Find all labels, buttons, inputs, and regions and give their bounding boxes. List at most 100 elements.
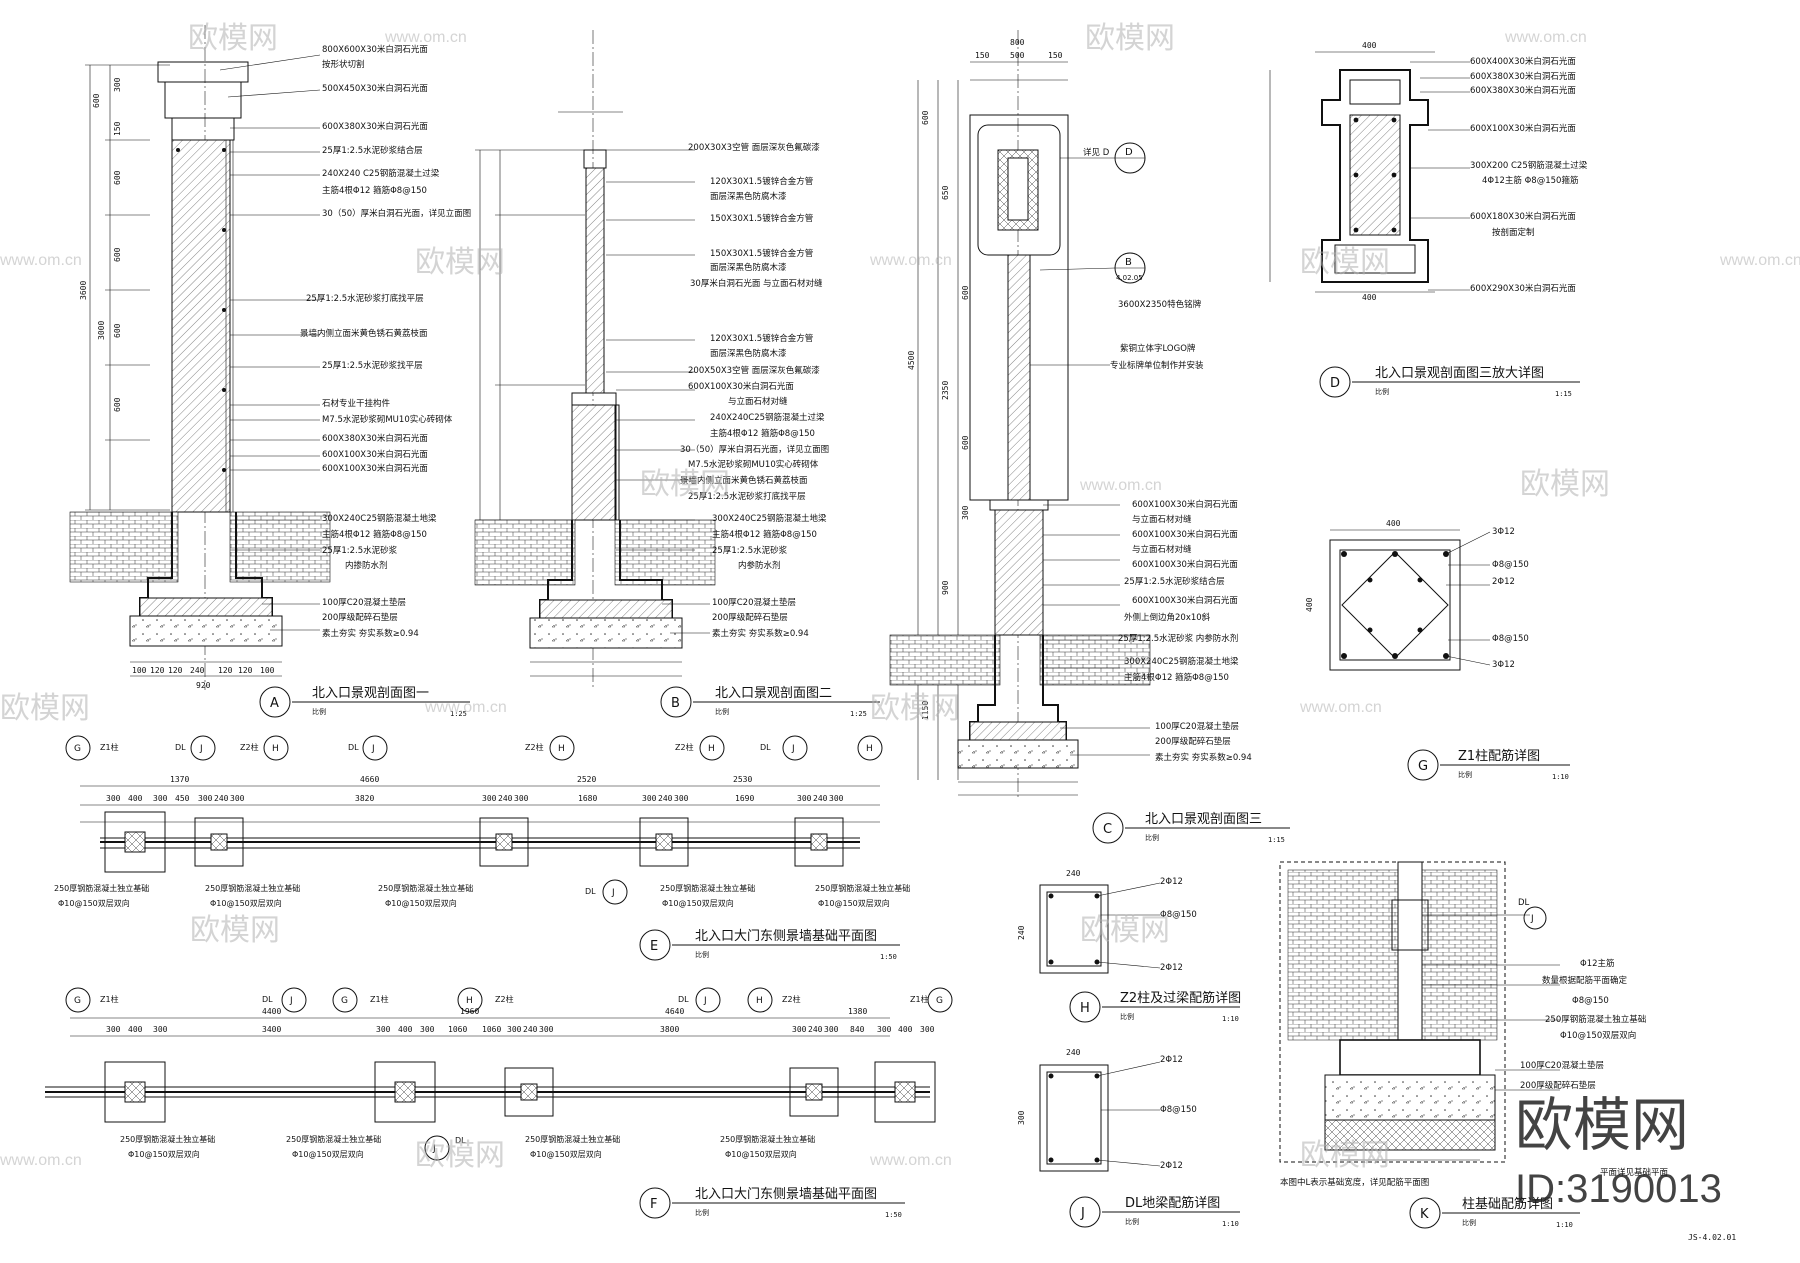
svg-text:600X100X30米白洞石光面: 600X100X30米白洞石光面 [688,381,794,392]
svg-text:300: 300 [198,794,213,803]
svg-text:2350: 2350 [941,381,950,400]
svg-text:A: A [270,696,279,711]
svg-text:250厚钢筋混凝土独立基础: 250厚钢筋混凝土独立基础 [815,883,910,893]
svg-text:1:10: 1:10 [1556,1221,1573,1229]
svg-text:4500: 4500 [907,351,916,370]
plan-f-axis-bubbles: G J G H J H G J [65,987,953,1161]
section-h: 2Φ12 Φ8@150 2Φ12 240 240 [1017,869,1197,974]
svg-text:4640: 4640 [665,1007,684,1016]
svg-text:250厚钢筋混凝土独立基础: 250厚钢筋混凝土独立基础 [205,883,300,893]
svg-text:J: J [1530,914,1534,924]
svg-text:Φ10@150双层双向: Φ10@150双层双向 [292,1149,364,1159]
svg-text:C: C [1103,822,1112,837]
note: 按形状切割 [322,59,365,70]
note: 25厚1:2.5水泥砂浆 [322,545,398,556]
svg-text:120: 120 [150,666,165,675]
svg-text:H: H [708,744,715,754]
svg-text:120: 120 [218,666,233,675]
svg-text:250厚钢筋混凝土独立基础: 250厚钢筋混凝土独立基础 [54,883,149,893]
note: 240X240 C25钢筋混凝土过梁 [322,168,440,179]
svg-text:200厚级配碎石垫层: 200厚级配碎石垫层 [712,612,788,623]
svg-text:150X30X1.5镀锌合金方管: 150X30X1.5镀锌合金方管 [710,248,813,259]
section-g-rebar [1341,551,1449,659]
svg-text:650: 650 [941,185,950,200]
detail-title-j: DL地梁配筋详图 [1125,1195,1220,1211]
svg-text:外侧上倒边角20x10斜: 外侧上倒边角20x10斜 [1124,612,1211,623]
svg-text:Z1柱: Z1柱 [100,742,119,752]
svg-text:300: 300 [420,1025,435,1034]
svg-text:1:15: 1:15 [1268,836,1285,844]
svg-text:4400: 4400 [262,1007,281,1016]
plan-e-axis-bubbles: G J H J H H J H J [65,735,883,905]
svg-text:2Φ12: 2Φ12 [1160,877,1183,887]
svg-text:主筋4根Φ12 箍筋Φ8@150: 主筋4根Φ12 箍筋Φ8@150 [712,529,817,540]
svg-text:250厚钢筋混凝土独立基础: 250厚钢筋混凝土独立基础 [660,883,755,893]
detail-bubble-b [660,686,692,718]
svg-text:300X240C25钢筋混凝土地梁: 300X240C25钢筋混凝土地梁 [1124,656,1239,667]
svg-text:G: G [1418,759,1428,774]
svg-text:250厚钢筋混凝土独立基础: 250厚钢筋混凝土独立基础 [286,1134,381,1144]
section-k-notes: DL Φ12主筋 数量根据配筋平面确定 Φ8@150 250厚钢筋混凝土独立基础… [1280,898,1669,1188]
section-g-notes: 3Φ12 Φ8@150 2Φ12 Φ8@150 3Φ12 [1492,527,1529,670]
detail-bubble-f [639,1187,671,1219]
svg-text:1960: 1960 [460,1007,479,1016]
svg-text:4.02.05: 4.02.05 [1116,274,1143,282]
note: 25厚1:2.5水泥砂浆找平层 [322,360,423,371]
svg-text:与立面石材对缝: 与立面石材对缝 [728,396,788,407]
svg-text:比例: 比例 [695,1208,709,1217]
svg-text:Φ10@150双层双向: Φ10@150双层双向 [128,1149,200,1159]
svg-text:Φ10@150双层双向: Φ10@150双层双向 [58,898,130,908]
svg-text:Φ8@150: Φ8@150 [1160,910,1197,920]
svg-text:200厚级配碎石垫层: 200厚级配碎石垫层 [1520,1080,1596,1091]
svg-text:600X100X30米白洞石光面: 600X100X30米白洞石光面 [1132,559,1238,570]
detail-bubble-h [1069,991,1101,1023]
svg-text:2Φ12: 2Φ12 [1160,963,1183,973]
section-j-notes: 2Φ12 Φ8@150 2Φ12 [1160,1055,1197,1171]
watermark-logo: 欧模网 [1300,246,1390,279]
svg-text:250厚钢筋混凝土独立基础: 250厚钢筋混凝土独立基础 [120,1134,215,1144]
svg-text:本图中L表示基础宽度，详见配筋平面图: 本图中L表示基础宽度，详见配筋平面图 [1280,1177,1429,1188]
section-k-leaders [1422,914,1560,1091]
plan-f-dims: 4400 1960 4640 1380 300 400 300 3400 300… [106,1007,935,1034]
svg-text:200厚级配碎石垫层: 200厚级配碎石垫层 [1155,736,1231,747]
svg-text:平面详见基础平面: 平面详见基础平面 [1600,1167,1669,1178]
section-b: 200X30X3空管 面层深灰色氟碳漆 120X30X1.5镀锌合金方管 面层深… [474,30,829,690]
svg-text:景墙内侧立面米黄色锈石黄荔枝面: 景墙内侧立面米黄色锈石黄荔枝面 [680,475,808,486]
detail-title-a: 北入口景观剖面图一 [312,686,429,701]
detail-title-g: Z1柱配筋详图 [1458,748,1540,764]
plan-f-footings [104,1061,936,1123]
svg-text:Φ10@150双层双向: Φ10@150双层双向 [818,898,890,908]
svg-text:DL: DL [175,743,186,752]
svg-text:120: 120 [168,666,183,675]
svg-text:www.om.cn: www.om.cn [384,29,467,46]
svg-text:400: 400 [1362,41,1377,50]
svg-text:3800: 3800 [660,1025,679,1034]
svg-text:E: E [650,939,658,954]
svg-text:3000: 3000 [97,321,106,340]
svg-text:1:15: 1:15 [1555,390,1572,398]
watermark-logo: 欧模网 [870,692,960,725]
note: 景墙内侧立面米黄色锈石黄荔枝面 [300,328,428,339]
watermark-logo: 欧模网 [1300,1139,1390,1172]
svg-text:J: J [1080,1206,1085,1221]
svg-text:与立面石材对缝: 与立面石材对缝 [1132,544,1192,555]
svg-text:600: 600 [113,170,122,185]
svg-text:240: 240 [808,1025,823,1034]
svg-text:500: 500 [1010,51,1025,60]
svg-text:840: 840 [850,1025,865,1034]
svg-text:G: G [74,996,81,1006]
svg-text:150X30X1.5镀锌合金方管: 150X30X1.5镀锌合金方管 [710,213,813,224]
svg-text:900: 900 [941,580,950,595]
svg-text:H: H [558,744,565,754]
svg-text:H: H [466,996,473,1006]
svg-text:比例: 比例 [1458,770,1472,779]
detail-bubble-c [1092,812,1124,844]
svg-text:3600: 3600 [79,281,88,300]
svg-text:3820: 3820 [355,794,374,803]
watermark-logo: 欧模网 [415,1139,505,1172]
note: 300X240C25钢筋混凝土地梁 [322,513,437,524]
svg-text:1:25: 1:25 [450,710,467,718]
svg-text:Z2柱: Z2柱 [240,742,259,752]
svg-text:120: 120 [238,666,253,675]
